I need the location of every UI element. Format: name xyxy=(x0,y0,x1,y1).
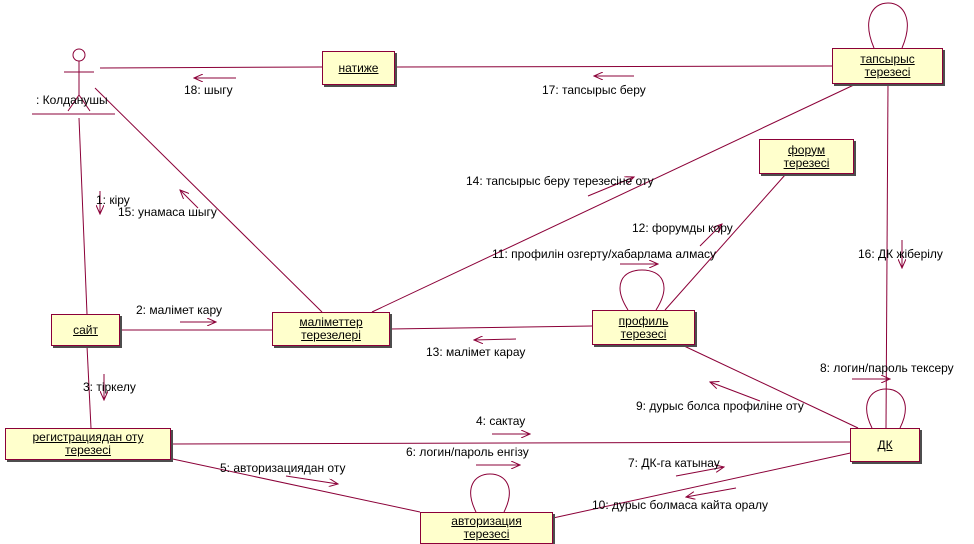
object-malimetter-label-1: маліметтер xyxy=(299,315,363,329)
object-authorization-window: авторизация терезесі xyxy=(420,512,553,544)
self-loop-profil xyxy=(619,269,665,311)
object-authorization-label-2: терезесі xyxy=(463,527,510,541)
object-registration-label-2: терезесі xyxy=(65,443,111,457)
arrow-m10 xyxy=(686,487,737,497)
link-actor-sait xyxy=(78,117,88,315)
link-malimetter-profil xyxy=(389,325,593,330)
msg-label-16: 16: ДК жіберілу xyxy=(858,247,943,261)
link-registr-avtor xyxy=(167,457,421,513)
object-natizhe: натиже xyxy=(322,51,395,85)
link-actor-natizhe xyxy=(99,66,323,69)
object-forum-label-1: форум xyxy=(787,142,826,157)
object-forum-label-2: терезесі xyxy=(783,155,830,170)
link-tapsyrys-dk xyxy=(885,82,889,429)
object-malimetter-label-2: терезелері xyxy=(301,328,361,342)
object-registration-window: регистрациядан оту терезесі xyxy=(5,428,171,460)
msg-label-11: 11: профилін озгерту/хабарлама алмасу xyxy=(492,247,716,261)
arrow-m13 xyxy=(474,339,517,340)
self-loop-dk xyxy=(866,388,906,429)
link-profil-dk xyxy=(681,344,859,429)
msg-label-5: 5: авторизациядан оту xyxy=(220,461,345,475)
arrow-m14 xyxy=(587,177,634,197)
link-registr-dk xyxy=(170,441,851,445)
link-natizhe-tapsyrys xyxy=(394,65,833,68)
msg-label-12: 12: форумды кору xyxy=(632,221,733,235)
msg-label-2: 2: малімет кару xyxy=(136,303,222,317)
object-forum-window: форум терезесі xyxy=(759,139,854,174)
self-loop-tapsyrys xyxy=(868,2,908,49)
object-malimetter-windows: маліметтер терезелері xyxy=(272,312,390,346)
object-dk-label: ДК xyxy=(877,437,893,452)
msg-label-13: 13: малімет карау xyxy=(426,345,525,359)
arrow-m7 xyxy=(675,467,724,477)
msg-label-4: 4: сактау xyxy=(476,414,525,428)
actor-figure xyxy=(64,48,94,112)
object-profil-label-1: профиль xyxy=(618,313,669,328)
object-natizhe-label: натиже xyxy=(338,60,379,75)
object-tapsyrys-label-1: тапсырыс xyxy=(860,52,915,66)
msg-label-18: 18: шыгу xyxy=(184,83,233,97)
object-profil-window: профиль терезесі xyxy=(592,310,695,345)
link-sait-registr xyxy=(86,345,92,429)
msg-label-10: 10: дурыс болмаса кайта оралу xyxy=(592,498,768,512)
link-malimetter-tapsyrys xyxy=(371,82,859,313)
object-profil-label-2: терезесі xyxy=(620,326,667,341)
self-loop-avtor xyxy=(470,473,510,513)
arrow-m9 xyxy=(710,382,761,402)
actor-name: : Колданушы xyxy=(36,93,108,107)
arrow-m15 xyxy=(180,190,199,209)
msg-label-3: 3: тіркелу xyxy=(83,380,136,394)
object-sait: сайт xyxy=(51,314,120,346)
msg-label-14: 14: тапсырыс беру терезесіне оту xyxy=(466,174,654,188)
object-tapsyrys-label-2: терезесі xyxy=(864,65,911,79)
link-profil-forum xyxy=(664,174,786,311)
object-sait-label: сайт xyxy=(73,322,98,337)
object-tapsyrys-window: тапсырыс терезесі xyxy=(832,48,943,84)
msg-label-9: 9: дурыс болса профиліне оту xyxy=(636,399,804,413)
msg-label-8: 8: логин/пароль тексеру xyxy=(820,361,954,375)
object-authorization-label-1: авторизация xyxy=(451,514,522,528)
object-dk: ДК xyxy=(850,428,920,462)
msg-label-1: 1: кіру xyxy=(96,193,130,207)
link-avtor-dk xyxy=(552,451,856,519)
arrow-m12 xyxy=(699,224,722,247)
object-registration-label-1: регистрациядан оту xyxy=(32,430,144,444)
msg-label-15: 15: унамаса шыгу xyxy=(118,205,217,219)
msg-label-6: 6: логин/пароль енгізу xyxy=(406,445,529,459)
link-actor-malimetter xyxy=(94,87,323,313)
arrow-m5 xyxy=(285,475,338,484)
msg-label-17: 17: тапсырыс беру xyxy=(542,83,646,97)
msg-label-7: 7: ДК-га катынау xyxy=(628,456,720,470)
